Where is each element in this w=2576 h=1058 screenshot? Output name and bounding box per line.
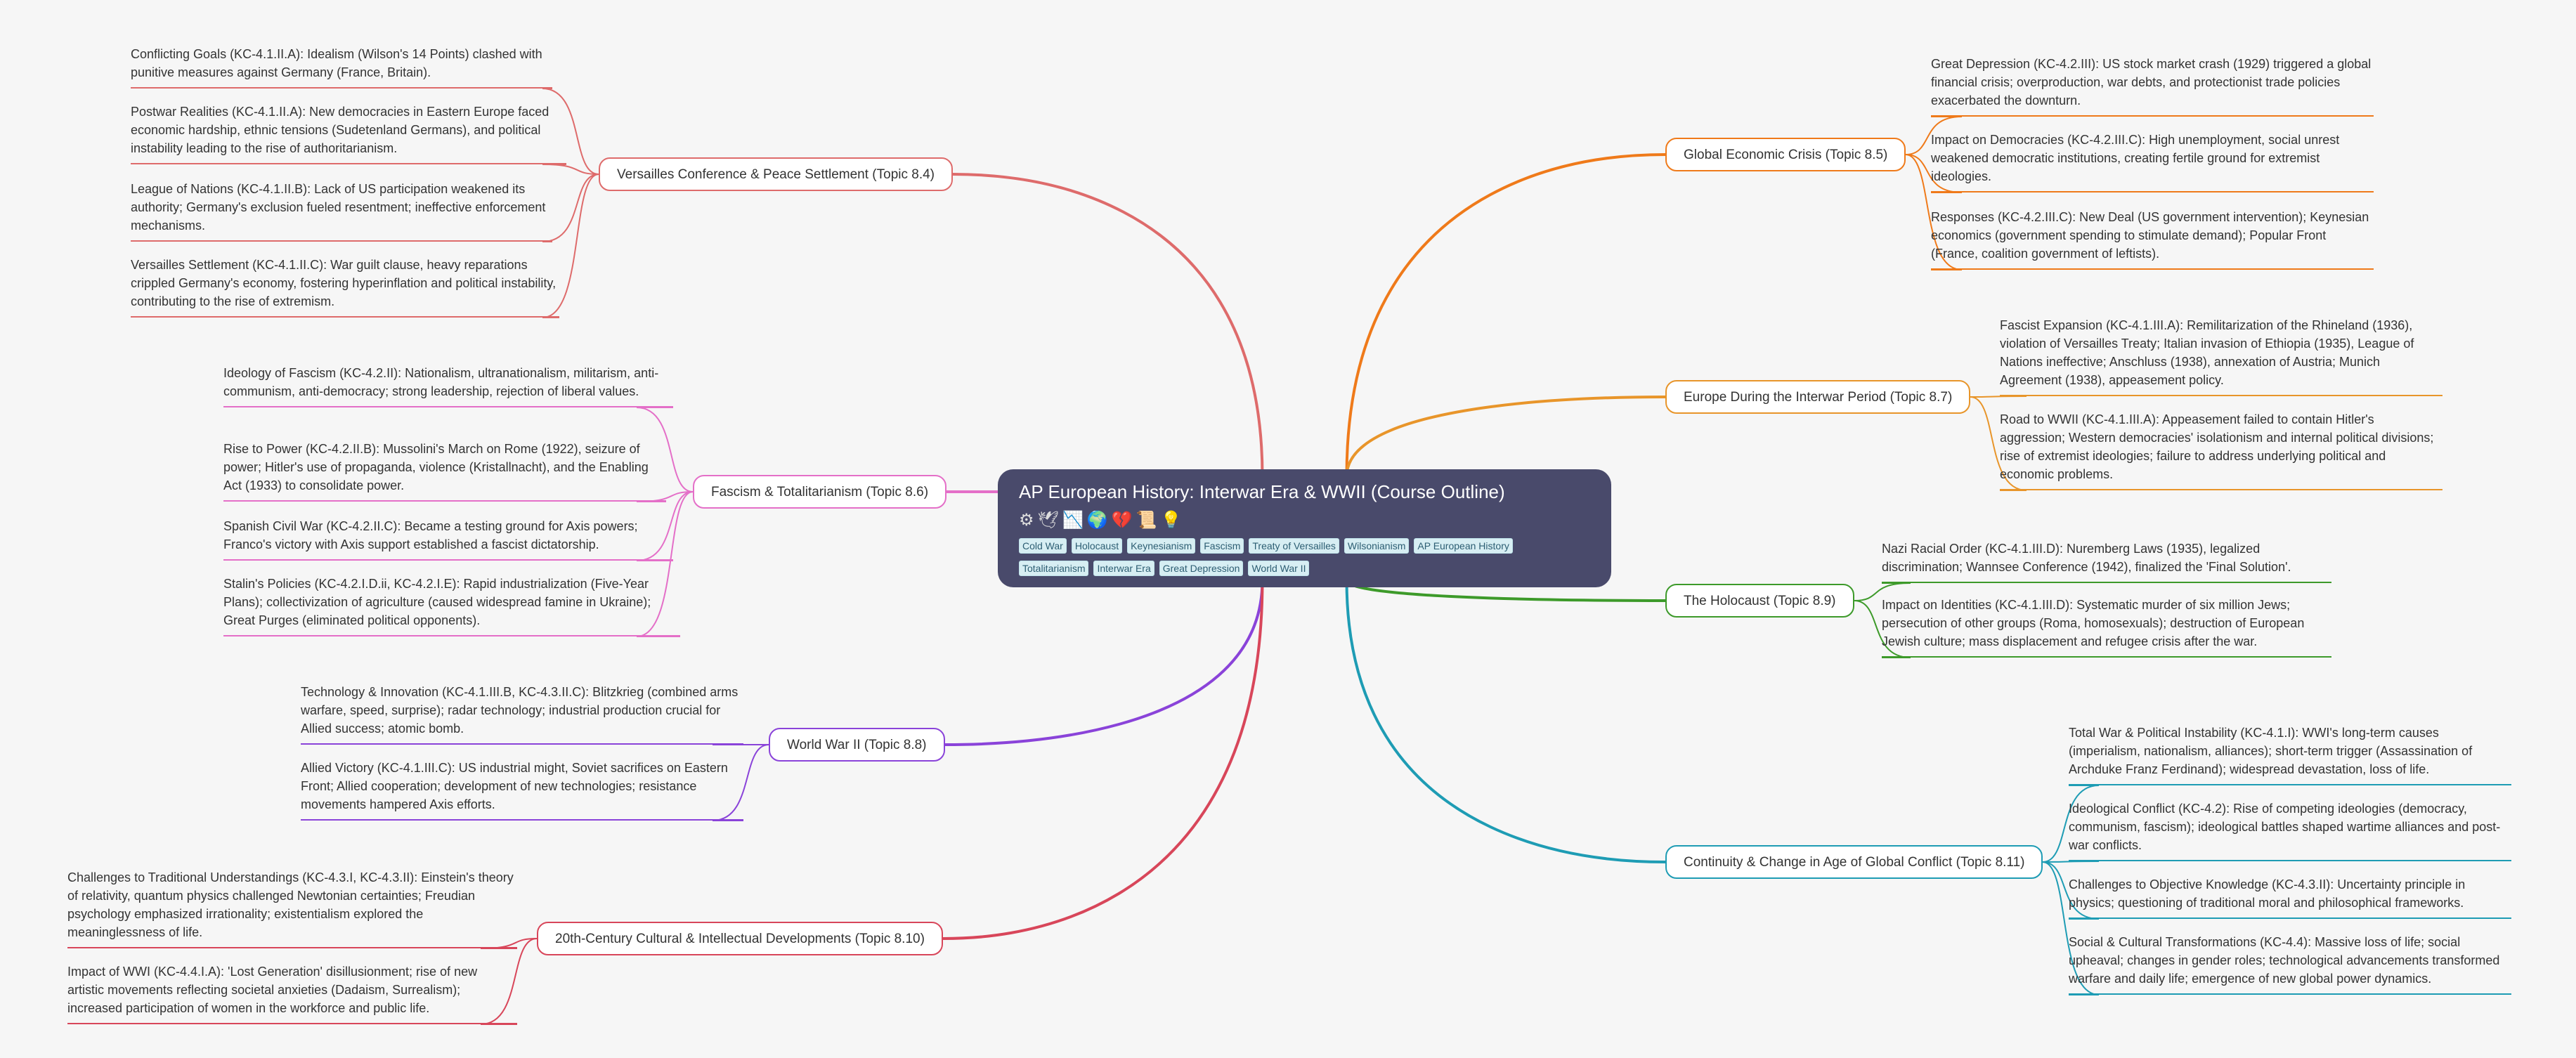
leaf-connector-continuity-3 <box>2042 861 2100 995</box>
leaf-impact-on-identities[interactable]: Impact on Identities (KC-4.1.III.D): Sys… <box>1882 596 2331 658</box>
leaf-allied-victory[interactable]: Allied Victory (KC-4.1.III.C): US indust… <box>301 759 743 821</box>
topic-cultural-intellectual-developments[interactable]: 20th-Century Cultural & Intellectual Dev… <box>537 922 943 955</box>
leaf-connector-fascism-3 <box>636 491 694 637</box>
leaf-technology-innovation[interactable]: Technology & Innovation (KC-4.1.III.B, K… <box>301 683 743 745</box>
gear-icon: ⚙ <box>1019 511 1034 530</box>
leaf-challenges-traditional-understandings[interactable]: Challenges to Traditional Understandings… <box>67 868 517 948</box>
tag-fascism[interactable]: Fascism <box>1200 538 1244 554</box>
leaf-responses[interactable]: Responses (KC-4.2.III.C): New Deal (US g… <box>1931 208 2374 270</box>
tag-interwar-era[interactable]: Interwar Era <box>1093 561 1154 576</box>
topic-continuity-and-change[interactable]: Continuity & Change in Age of Global Con… <box>1665 845 2043 879</box>
leaf-total-war[interactable]: Total War & Political Instability (KC-4.… <box>2069 724 2511 785</box>
leaf-connector-versailles-3 <box>542 174 599 318</box>
globe-icon: 🌍 <box>1086 511 1108 530</box>
tag-holocaust[interactable]: Holocaust <box>1071 538 1123 554</box>
leaf-ideological-conflict[interactable]: Ideological Conflict (KC-4.2): Rise of c… <box>2069 799 2511 861</box>
leaf-rise-to-power[interactable]: Rise to Power (KC-4.2.II.B): Mussolini's… <box>223 440 666 502</box>
connector-holocaust <box>1345 580 1666 602</box>
topic-fascism-totalitarianism[interactable]: Fascism & Totalitarianism (Topic 8.6) <box>693 475 947 509</box>
leaf-impact-of-wwi[interactable]: Impact of WWI (KC-4.4.I.A): 'Lost Genera… <box>67 962 517 1024</box>
leaf-road-to-wwii[interactable]: Road to WWII (KC-4.1.III.A): Appeasement… <box>2000 410 2442 490</box>
leaf-nazi-racial-order[interactable]: Nazi Racial Order (KC-4.1.III.D): Nuremb… <box>1882 540 2331 583</box>
tag-great-depression[interactable]: Great Depression <box>1159 561 1244 576</box>
tag-treaty-of-versailles[interactable]: Treaty of Versailles <box>1249 538 1339 554</box>
leaf-connector-interwar-0 <box>1970 396 2027 398</box>
leaf-great-depression[interactable]: Great Depression (KC-4.2.III): US stock … <box>1931 55 2374 117</box>
leaf-connector-versailles-1 <box>542 164 599 175</box>
leaf-social-cultural-transformations[interactable]: Social & Cultural Transformations (KC-4.… <box>2069 933 2511 995</box>
chart-down-icon: 📉 <box>1062 511 1084 530</box>
leaf-ideology-of-fascism[interactable]: Ideology of Fascism (KC-4.2.II): Nationa… <box>223 364 673 407</box>
leaf-versailles-settlement[interactable]: Versailles Settlement (KC-4.1.II.C): War… <box>131 256 559 318</box>
leaf-connector-continuity-0 <box>2042 785 2100 863</box>
tag-keynesianism[interactable]: Keynesianism <box>1127 538 1196 554</box>
central-topic[interactable]: AP European History: Interwar Era & WWII… <box>998 469 1611 587</box>
connector-ww2 <box>944 580 1264 746</box>
leaf-league-of-nations[interactable]: League of Nations (KC-4.1.II.B): Lack of… <box>131 180 552 242</box>
connector-cultural <box>942 580 1264 940</box>
broken-heart-icon: 💔 <box>1111 511 1133 530</box>
leaf-connector-versailles-0 <box>542 88 599 175</box>
topic-the-holocaust[interactable]: The Holocaust (Topic 8.9) <box>1665 584 1854 618</box>
leaf-postwar-realities[interactable]: Postwar Realities (KC-4.1.II.A): New dem… <box>131 103 566 164</box>
connector-versailles <box>952 173 1264 477</box>
tag-totalitarianism[interactable]: Totalitarianism <box>1019 561 1089 576</box>
central-topic-title: AP European History: Interwar Era & WWII… <box>1019 481 1505 502</box>
topic-world-war-ii[interactable]: World War II (Topic 8.8) <box>769 728 945 762</box>
leaf-connector-interwar-1 <box>1970 396 2027 491</box>
scroll-icon: 📜 <box>1136 511 1157 530</box>
leaf-impact-on-democracies[interactable]: Impact on Democracies (KC-4.2.III.C): Hi… <box>1931 131 2374 192</box>
dove-icon: 🕊 <box>1037 511 1059 530</box>
leaf-connector-economic-2 <box>1905 154 1963 270</box>
leaf-stalins-policies[interactable]: Stalin's Policies (KC-4.2.I.D.ii, KC-4.2… <box>223 575 680 636</box>
topic-europe-interwar-period[interactable]: Europe During the Interwar Period (Topic… <box>1665 380 1971 414</box>
topic-versailles-conference[interactable]: Versailles Conference & Peace Settlement… <box>599 157 954 191</box>
connector-economic <box>1345 153 1666 477</box>
connector-continuity <box>1345 580 1666 863</box>
tag-ap-european-history[interactable]: AP European History <box>1414 538 1513 554</box>
leaf-connector-continuity-1 <box>2042 861 2100 863</box>
leaf-challenges-objective-knowledge[interactable]: Challenges to Objective Knowledge (KC-4.… <box>2069 875 2511 919</box>
topic-global-economic-crisis[interactable]: Global Economic Crisis (Topic 8.5) <box>1665 138 1906 171</box>
tag-cold-war[interactable]: Cold War <box>1019 538 1067 554</box>
tag-world-war-ii[interactable]: World War II <box>1248 561 1310 576</box>
leaf-fascist-expansion[interactable]: Fascist Expansion (KC-4.1.III.A): Remili… <box>2000 316 2442 396</box>
leaf-connector-holocaust-0 <box>1854 582 1911 601</box>
tag-wilsonianism[interactable]: Wilsonianism <box>1344 538 1410 554</box>
lightbulb-icon: 💡 <box>1160 511 1182 530</box>
leaf-connector-fascism-0 <box>636 407 694 492</box>
connector-interwar <box>1345 396 1666 477</box>
leaf-spanish-civil-war[interactable]: Spanish Civil War (KC-4.2.II.C): Became … <box>223 517 673 561</box>
leaf-connector-economic-0 <box>1905 116 1963 155</box>
leaf-conflicting-goals[interactable]: Conflicting Goals (KC-4.1.II.A): Idealis… <box>131 45 552 89</box>
central-topic-icons: ⚙🕊📉🌍💔📜💡 <box>1019 507 1590 534</box>
